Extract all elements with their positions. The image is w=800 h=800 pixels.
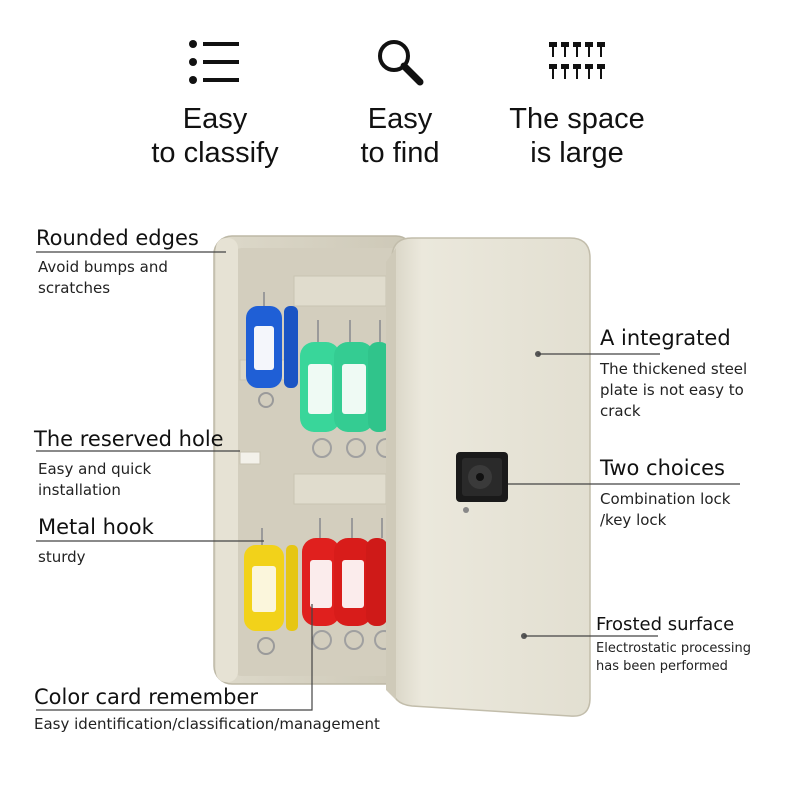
leader-lines [36,251,740,711]
magnifier-icon [378,40,424,86]
integrated-title: A integrated [600,326,731,350]
key-tags-green [300,342,396,458]
metal-hook-title: Metal hook [38,515,154,539]
feature-find-line2: to find [360,137,440,169]
frosted-desc: Electrostatic processing has been perfor… [596,641,751,674]
feature-space: The space is large [492,36,662,170]
feature-classify-line1: Easy [182,103,248,135]
feature-space-line2: is large [530,137,624,169]
feature-find-line1: Easy [367,103,433,135]
key-tags-yellow [244,545,298,655]
rounded-edges-desc: Avoid bumps and scratches [38,258,168,297]
keys-grid-icon [549,42,605,79]
frosted-title: Frosted surface [596,614,735,635]
rounded-edges-title: Rounded edges [36,226,199,250]
reserved-hole-desc: Easy and quick installation [38,460,152,499]
key-tags-blue [246,306,298,408]
reserved-hole [239,451,261,465]
feature-classify-line2: to classify [151,137,279,169]
reserved-hole-title: The reserved hole [34,427,224,451]
metal-hook-desc: sturdy [38,548,86,566]
feature-classify: Easy to classify [130,36,300,170]
list-icon [189,40,239,84]
feature-find: Easy to find [330,36,470,170]
color-card-title: Color card remember [34,685,258,709]
color-card-desc: Easy identification/classification/manag… [34,715,380,733]
integrated-desc: The thickened steel plate is not easy to… [600,360,748,420]
feature-space-line1: The space [509,103,645,135]
lock-icon [456,452,508,513]
two-choices-desc: Combination lock /key lock [600,490,731,529]
metal-hooks [261,292,383,545]
two-choices-title: Two choices [600,456,725,480]
key-tags-red [302,538,394,650]
